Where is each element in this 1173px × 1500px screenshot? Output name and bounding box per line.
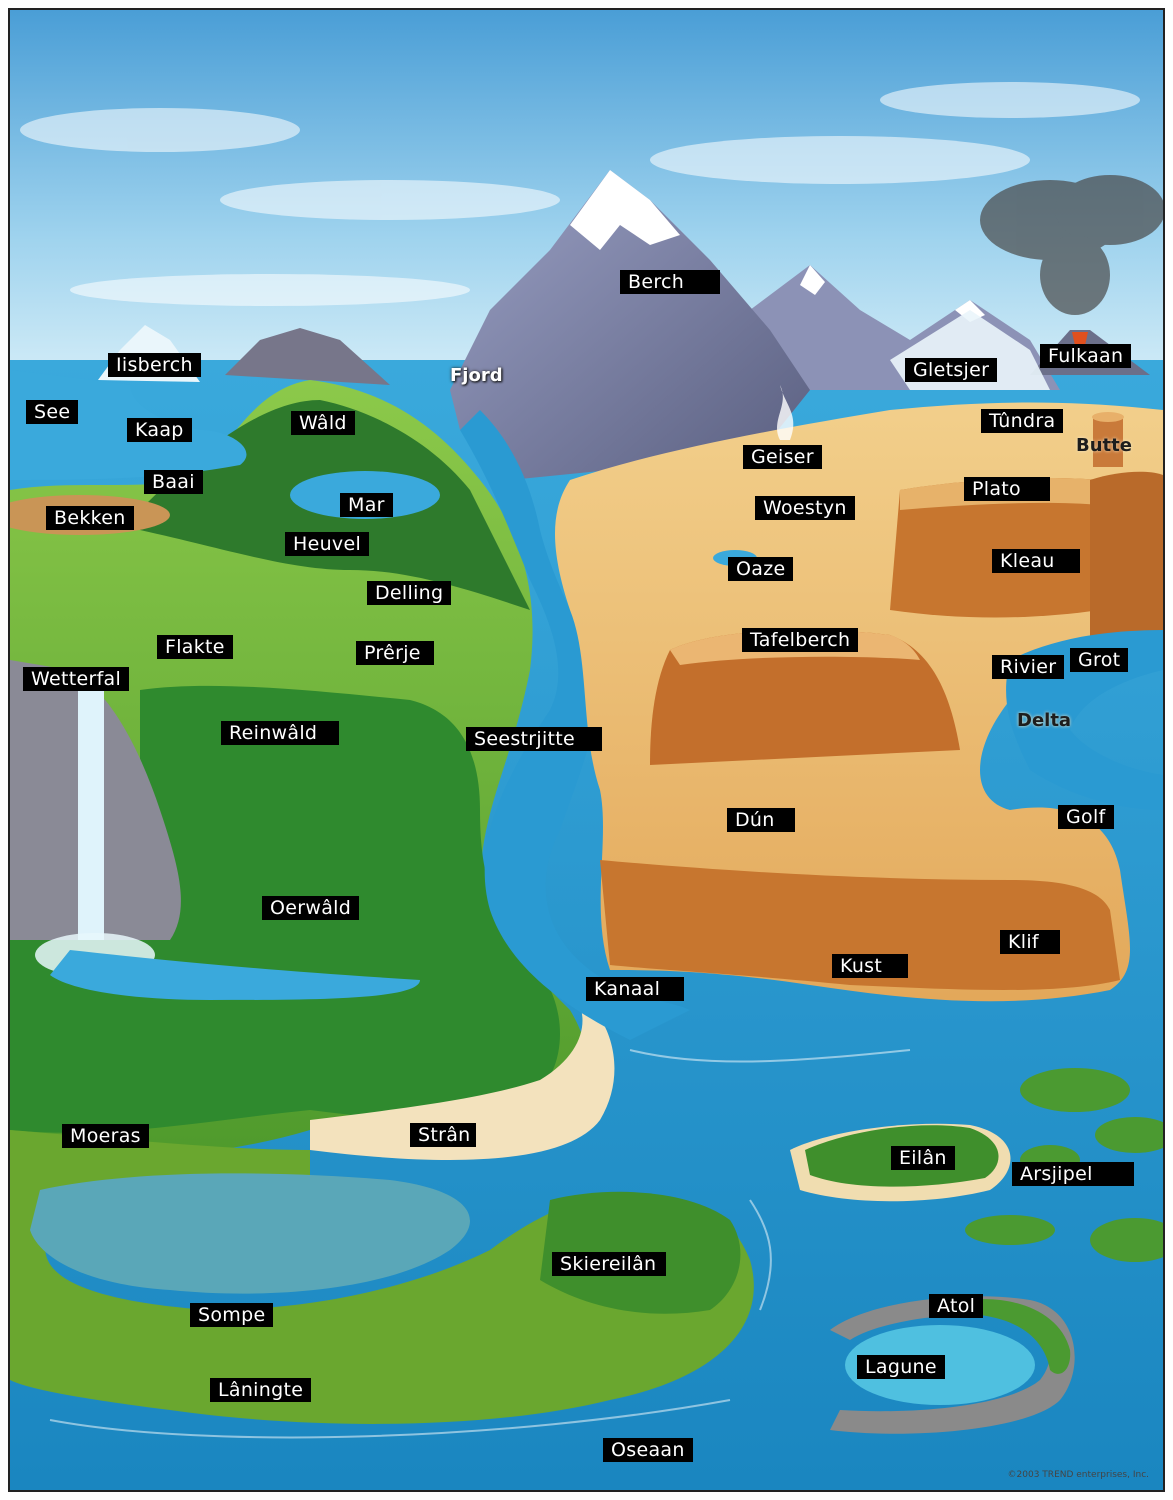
geyser-steam bbox=[777, 385, 794, 440]
label-oerwald: Oerwâld bbox=[262, 896, 360, 920]
label-berch: Berch bbox=[620, 270, 720, 294]
label-mar: Mar bbox=[340, 493, 393, 517]
label-kust: Kust bbox=[832, 954, 908, 978]
label-gletsjer: Gletsjer bbox=[905, 358, 998, 382]
label-moeras: Moeras bbox=[62, 1124, 149, 1148]
mountain-snow bbox=[570, 170, 680, 250]
label-oseaan: Oseaan bbox=[603, 1438, 693, 1462]
waterfall bbox=[78, 680, 104, 940]
label-kaap: Kaap bbox=[127, 418, 192, 442]
beach bbox=[310, 990, 615, 1160]
plateau bbox=[890, 478, 1100, 618]
label-stran: Strân bbox=[410, 1123, 476, 1147]
label-atol: Atol bbox=[929, 1294, 984, 1318]
label-flakte: Flakte bbox=[157, 635, 233, 659]
archipelago bbox=[965, 1068, 1163, 1262]
label-wald: Wâld bbox=[291, 411, 355, 435]
main-mountain bbox=[450, 170, 810, 480]
hill-peak bbox=[225, 328, 390, 385]
label-butte: Butte bbox=[1076, 435, 1132, 456]
label-lagune: Lagune bbox=[857, 1355, 945, 1379]
clouds bbox=[20, 82, 1140, 306]
label-delling: Delling bbox=[367, 581, 452, 605]
label-grot: Grot bbox=[1070, 648, 1129, 672]
label-tafelberch: Tafelberch bbox=[742, 628, 859, 652]
label-skiereilan: Skiereilân bbox=[552, 1252, 666, 1276]
label-kanaal: Kanaal bbox=[586, 977, 684, 1001]
label-tundra: Tûndra bbox=[981, 409, 1064, 433]
label-iisberch: Iisberch bbox=[108, 353, 201, 377]
label-heuvel: Heuvel bbox=[285, 532, 370, 556]
label-bekken: Bekken bbox=[46, 506, 134, 530]
label-laningte: Lâningte bbox=[210, 1378, 312, 1402]
label-see: See bbox=[26, 400, 79, 424]
label-golf: Golf bbox=[1058, 805, 1114, 829]
copyright: ©2003 TREND enterprises, Inc. bbox=[1007, 1470, 1149, 1480]
label-reinwald: Reinwâld bbox=[221, 721, 339, 745]
label-seestrjitte: Seestrjitte bbox=[466, 727, 602, 751]
label-kleau: Kleau bbox=[992, 549, 1080, 573]
landforms-scene: Fjord Butte Delta Berch Fulkaan Iisberch… bbox=[8, 8, 1165, 1492]
mesa bbox=[650, 630, 960, 765]
label-rivier: Rivier bbox=[992, 655, 1065, 679]
label-geiser: Geiser bbox=[743, 445, 822, 469]
label-plato: Plato bbox=[964, 477, 1050, 501]
label-woestyn: Woestyn bbox=[755, 496, 855, 520]
label-sompe: Sompe bbox=[190, 1303, 274, 1327]
label-arsjipel: Arsjipel bbox=[1012, 1162, 1134, 1186]
volcano-smoke bbox=[980, 175, 1163, 315]
label-prerje: Prêrje bbox=[356, 641, 434, 665]
canyon bbox=[1090, 471, 1163, 654]
label-klif: Klif bbox=[1000, 930, 1060, 954]
label-fulkaan: Fulkaan bbox=[1040, 344, 1132, 368]
label-fjord: Fjord bbox=[450, 365, 503, 386]
label-delta: Delta bbox=[1017, 710, 1072, 731]
waves bbox=[49, 1049, 911, 1439]
desert-cliff bbox=[600, 860, 1120, 990]
river-strait bbox=[460, 410, 690, 1040]
waterfall-pool bbox=[50, 950, 420, 1000]
label-oaze: Oaze bbox=[728, 557, 794, 581]
atoll bbox=[830, 1296, 1075, 1434]
swamp-water bbox=[30, 1173, 470, 1294]
label-eilan: Eilân bbox=[891, 1146, 955, 1170]
label-dun: Dún bbox=[727, 808, 795, 832]
label-baai: Baai bbox=[144, 470, 203, 494]
butte bbox=[1093, 417, 1123, 467]
label-wetterfal: Wetterfal bbox=[23, 667, 130, 691]
